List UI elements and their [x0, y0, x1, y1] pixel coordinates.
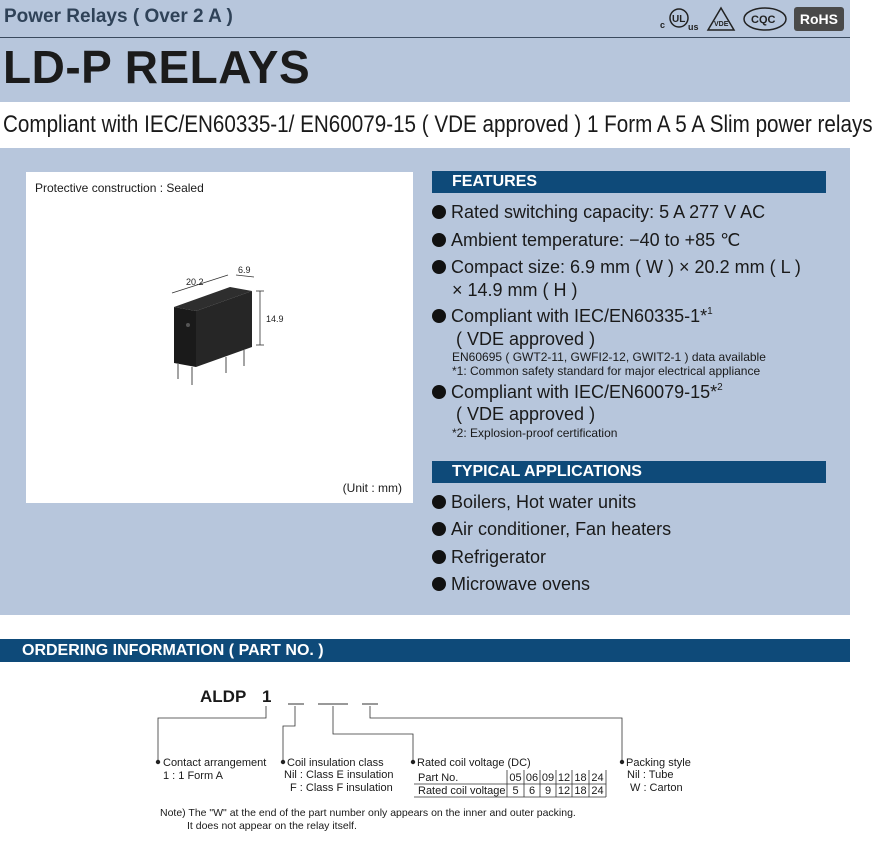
header-divider: [0, 37, 850, 38]
voltage-value-cell: 9: [545, 785, 551, 797]
feature-compact-size: Compact size: 6.9 mm ( W ) × 20.2 mm ( L…: [432, 257, 801, 278]
svg-text:CQC: CQC: [751, 14, 776, 26]
ordering-heading: ORDERING INFORMATION ( PART NO. ): [0, 639, 850, 662]
coil-insulation-title: Coil insulation class: [287, 757, 384, 769]
rated-voltage-title: Rated coil voltage (DC): [417, 757, 531, 769]
packing-style-nil: Nil : Tube: [627, 769, 673, 781]
voltage-code-cell: 06: [526, 772, 538, 784]
feature-iec60079-vde: ( VDE approved ): [456, 404, 596, 424]
feature-iec60335-vde: ( VDE approved ): [456, 329, 596, 349]
protective-construction: Protective construction : Sealed: [35, 181, 204, 195]
ordering-note-line1: Note) The "W" at the end of the part num…: [160, 807, 576, 819]
footnote-ref-1: 1: [707, 306, 713, 317]
application-item: Air conditioner, Fan heaters: [432, 519, 671, 540]
voltage-code-cell: 09: [542, 772, 554, 784]
application-item: Boilers, Hot water units: [432, 492, 636, 513]
product-image-panel: Protective construction : Sealed 20.2 6.…: [26, 172, 413, 503]
part-prefix: ALDP: [200, 687, 246, 706]
feature-iec60335-note2: *1: Common safety standard for major ele…: [452, 364, 761, 378]
applications-heading: TYPICAL APPLICATIONS: [432, 461, 826, 483]
ordering-diagram: ALDP 1 Contact arrangement 1 : 1 Form A …: [155, 687, 691, 832]
application-item: Microwave ovens: [432, 574, 590, 595]
features-heading: FEATURES: [432, 171, 826, 193]
dim-width-label: 6.9: [238, 265, 251, 275]
svg-text:VDE: VDE: [714, 21, 729, 28]
contact-arrangement-title: Contact arrangement: [163, 757, 266, 769]
product-subtitle: Compliant with IEC/EN60335-1/ EN60079-15…: [3, 111, 873, 138]
rated-voltage-table: Part No. Rated coil voltage 05 06 09 12 18 24…: [414, 770, 607, 798]
feature-iec60335-text: Compliant with IEC/EN60335-1*: [451, 306, 708, 326]
feature-iec60335-note1: EN60695 ( GWT2-11, GWFI2-12, GWIT2-1 ) d…: [452, 350, 766, 364]
feature-iec60079-note: *2: Explosion-proof certification: [452, 426, 618, 440]
voltage-value-cell: 6: [529, 785, 535, 797]
feature-iec60335: Compliant with IEC/EN60335-1*1: [432, 306, 713, 327]
application-item: Refrigerator: [432, 547, 546, 568]
footnote-ref-2: 2: [717, 382, 723, 393]
voltage-value-cell: 12: [558, 785, 570, 797]
series-title: Power Relays ( Over 2 A ): [4, 6, 233, 27]
coil-insulation-nil: Nil : Class E insulation: [284, 769, 393, 781]
voltage-value-cell: 18: [574, 785, 586, 797]
svg-text:UL: UL: [672, 14, 685, 25]
relay-drawing: 20.2 6.9 14.9: [171, 265, 284, 385]
feature-iec60079-text: Compliant with IEC/EN60079-15*: [451, 382, 718, 402]
dim-length-label: 20.2: [186, 277, 204, 287]
voltage-code-cell: 12: [558, 772, 570, 784]
feature-compact-size-cont: × 14.9 mm ( H ): [452, 280, 578, 300]
dim-height-label: 14.9: [266, 314, 284, 324]
voltage-value-cell: 24: [591, 785, 603, 797]
voltage-code-cell: 24: [591, 772, 603, 784]
packing-style-w: W : Carton: [630, 782, 683, 794]
feature-ambient-temperature: Ambient temperature: −40 to +85 ℃: [432, 230, 740, 251]
ul-logo-icon: c UL us: [654, 6, 700, 32]
subtitle-band: [0, 102, 850, 148]
vde-logo-icon: VDE: [706, 6, 736, 32]
certification-logos: c UL us VDE CQC RoHS: [654, 6, 844, 32]
packing-style-title: Packing style: [626, 757, 691, 769]
voltage-value-cell: 5: [512, 785, 518, 797]
voltage-row2-label: Rated coil voltage: [418, 785, 505, 797]
ordering-heading-text: ORDERING INFORMATION ( PART NO. ): [22, 642, 324, 659]
contact-arrangement-value: 1 : 1 Form A: [163, 770, 224, 782]
rohs-badge: RoHS: [793, 7, 844, 31]
ordering-note-line2: It does not appear on the relay itself.: [187, 820, 357, 832]
voltage-row1-label: Part No.: [418, 772, 458, 784]
coil-insulation-f: F : Class F insulation: [290, 782, 393, 794]
svg-text:us: us: [688, 22, 699, 32]
svg-text:c: c: [660, 20, 665, 30]
feature-iec60079: Compliant with IEC/EN60079-15*2: [432, 382, 723, 403]
unit-note: (Unit : mm): [342, 481, 402, 495]
voltage-code-cell: 05: [509, 772, 521, 784]
part-digit: 1: [262, 687, 271, 706]
voltage-code-cell: 18: [574, 772, 586, 784]
feature-rated-capacity: Rated switching capacity: 5 A 277 V AC: [432, 202, 765, 223]
product-title: LD-P RELAYS: [3, 41, 311, 93]
cqc-logo-icon: CQC: [742, 6, 788, 32]
